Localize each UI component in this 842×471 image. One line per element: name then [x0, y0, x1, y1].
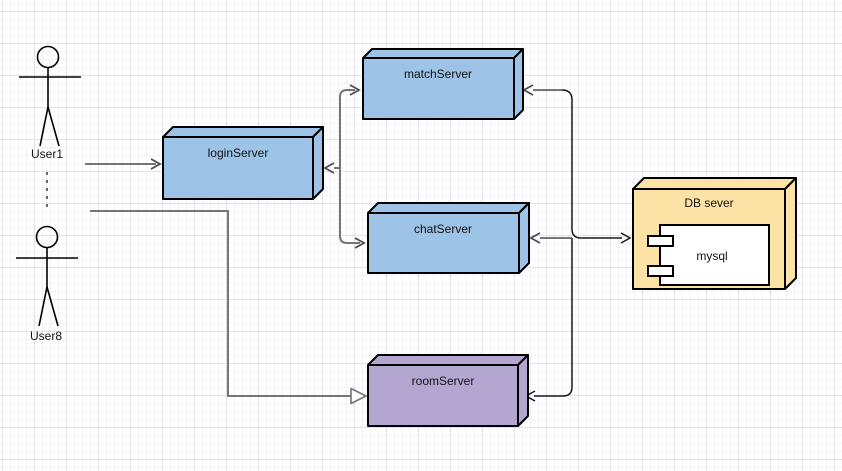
actor-user8[interactable]: User8 — [16, 225, 78, 344]
node-roomserver[interactable]: roomServer — [367, 354, 529, 427]
node-label-dbserver: DB sever — [684, 196, 733, 210]
component-label-mysql: mysql — [696, 249, 727, 263]
node-chatserver[interactable]: chatServer — [367, 202, 530, 274]
edge-user1-loginserver[interactable] — [85, 158, 162, 170]
component-mysql[interactable]: mysql — [647, 224, 770, 286]
actor-label-user1: User1 — [31, 147, 63, 161]
actor-icon-user8 — [16, 225, 78, 327]
node-label-roomserver: roomServer — [412, 374, 475, 388]
actor-user1[interactable]: User1 — [19, 45, 81, 162]
component-port-icon — [647, 235, 674, 247]
node-label-chatserver: chatServer — [414, 222, 472, 236]
actor-label-user8: User8 — [30, 329, 62, 343]
component-port-icon — [647, 265, 674, 277]
node-label-matchserver: matchServer — [404, 67, 472, 81]
actor-icon-user1 — [19, 45, 81, 147]
edge-loginserver-match-chat[interactable] — [323, 84, 366, 249]
node-label-loginserver: loginServer — [208, 146, 269, 160]
node-dbserver[interactable]: DB sever mysql — [632, 177, 797, 290]
node-matchserver[interactable]: matchServer — [362, 48, 524, 120]
edge-db-roomserver[interactable] — [524, 238, 573, 402]
edge-matchserver-db-trunk[interactable] — [522, 84, 632, 244]
node-loginserver[interactable]: loginServer — [162, 126, 324, 200]
edge-chatserver-db[interactable] — [529, 232, 572, 244]
edge-user8-roomserver[interactable] — [90, 210, 367, 405]
